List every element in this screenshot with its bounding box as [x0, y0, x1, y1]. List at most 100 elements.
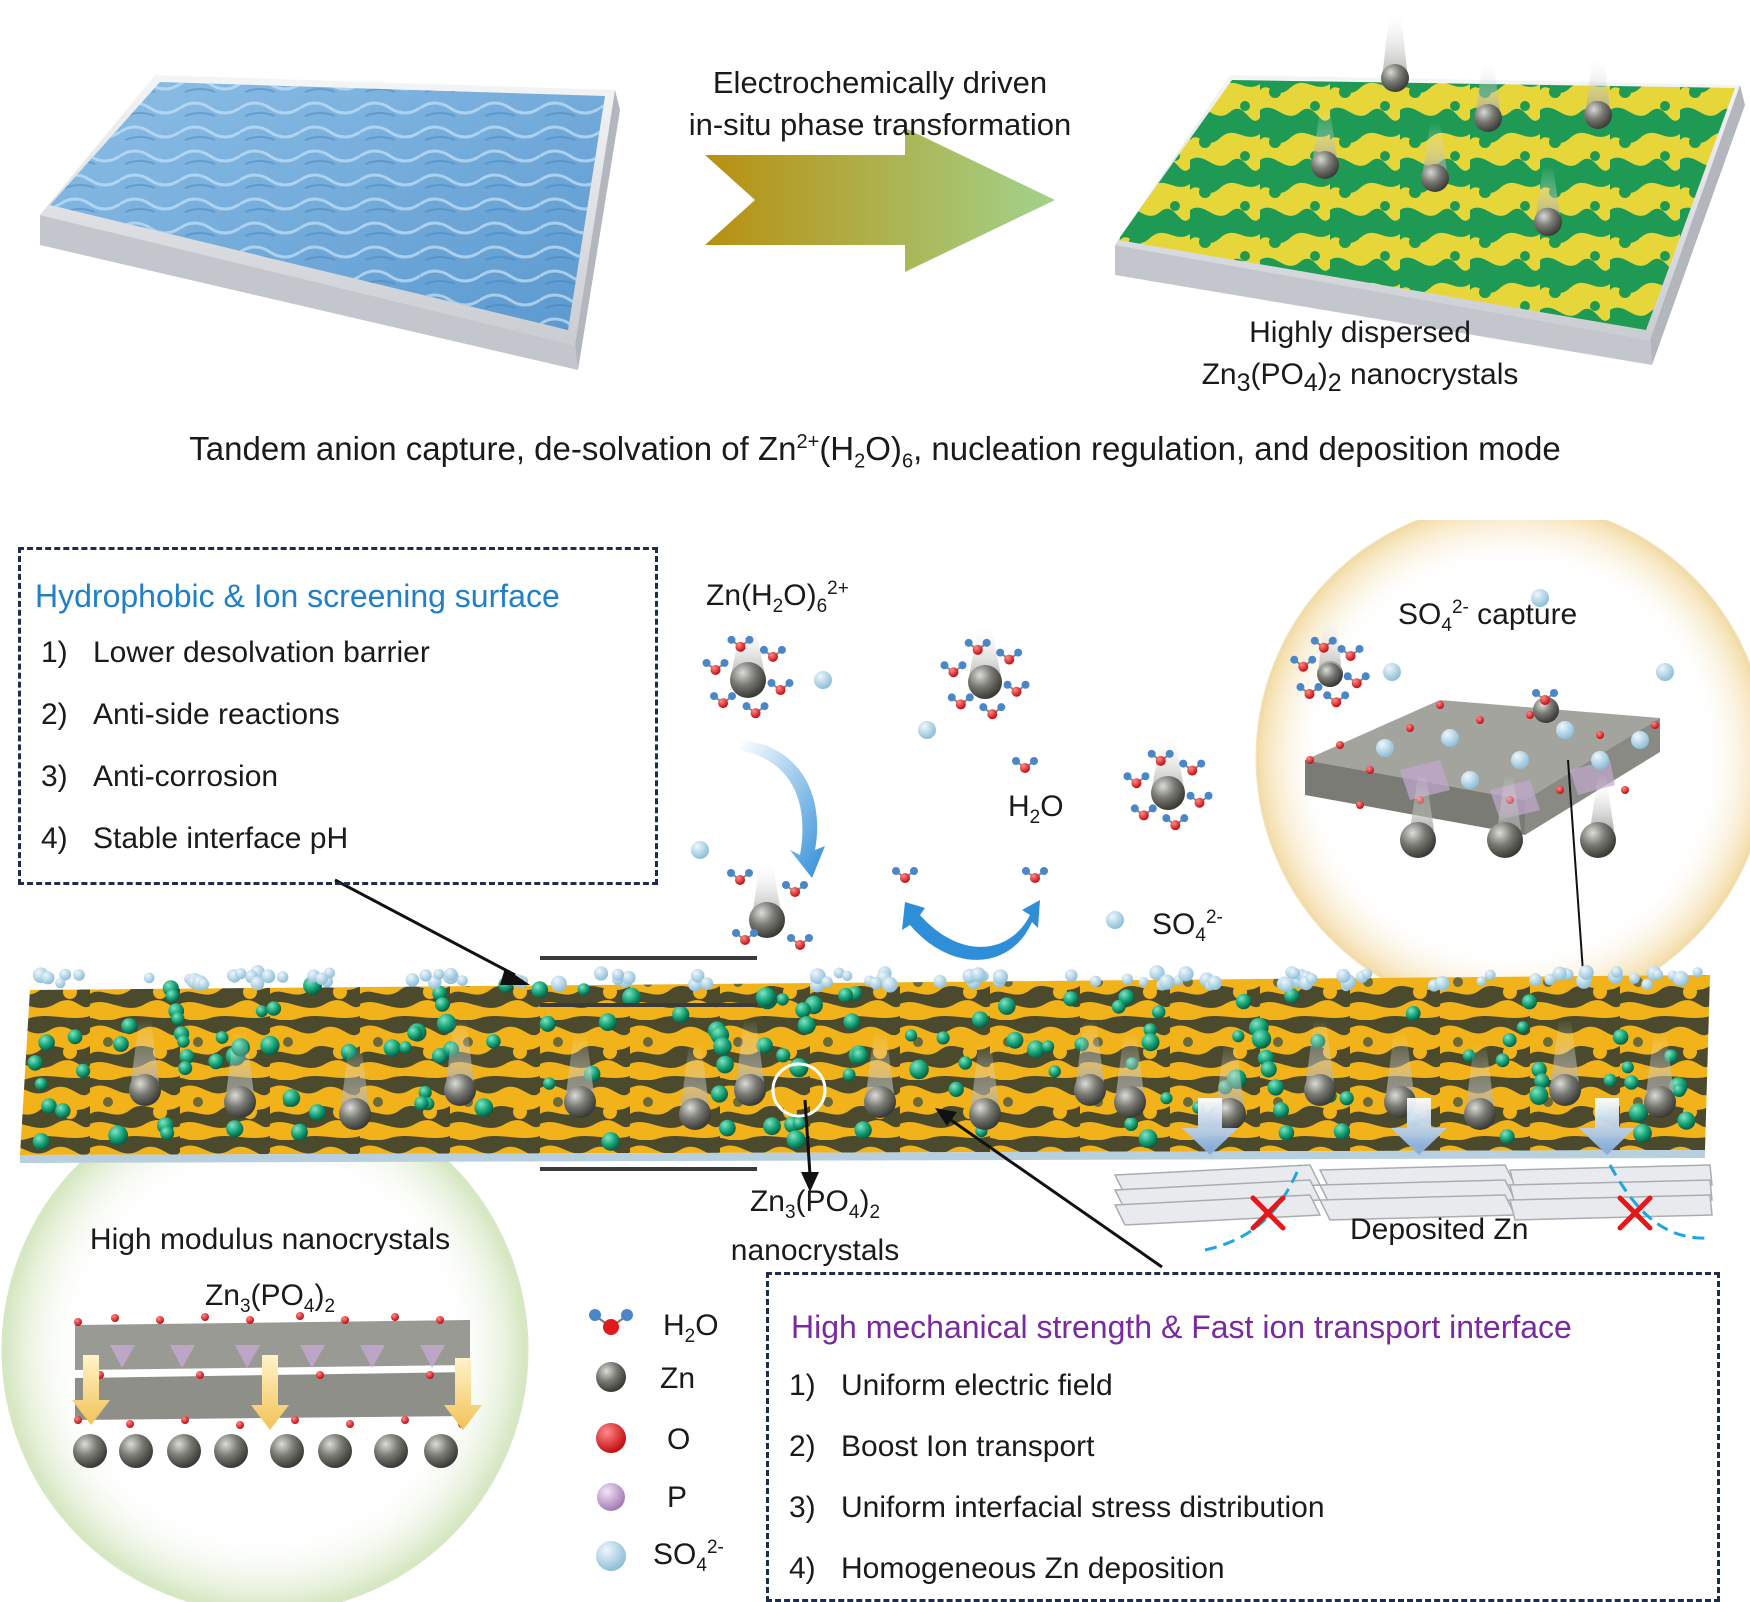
surface-so4-particle	[250, 976, 265, 991]
surface-so4-particle	[261, 969, 276, 984]
surface-so4-particle	[315, 972, 328, 985]
zn-ion-trail	[1645, 1032, 1675, 1102]
hydrophobic-box: Hydrophobic & Ion screening surface 1)Lo…	[18, 547, 658, 885]
surface-so4-particle	[1552, 966, 1567, 981]
green-particle	[1111, 999, 1126, 1014]
green-particle	[486, 1034, 501, 1049]
mechanical-strength-box-title: High mechanical strength & Fast ion tran…	[791, 1309, 1572, 1345]
surface-so4-particle	[1336, 968, 1351, 983]
water-molecule	[1130, 804, 1157, 821]
zn-ion-trail	[225, 1032, 255, 1102]
green-particle	[776, 1048, 791, 1063]
so4-ion	[918, 721, 936, 739]
nanocrystal-highlight-circle	[771, 1062, 827, 1118]
green-particle	[177, 1035, 190, 1048]
surface-so4-particle	[700, 977, 714, 990]
water-molecule	[1012, 757, 1038, 773]
zn-ion	[1114, 1086, 1146, 1118]
green-particle	[1232, 1030, 1245, 1043]
zn-ion-trail	[1215, 1044, 1245, 1114]
surface-so4-particle	[1279, 977, 1295, 992]
surface-so4-particle	[612, 968, 624, 981]
water-molecule	[1532, 689, 1558, 705]
product-label-line1: Highly dispersed	[1249, 316, 1471, 349]
green-particle	[67, 1029, 83, 1045]
water-molecule	[759, 645, 786, 662]
arrow-label-line1: Electrochemically driven	[712, 65, 1048, 100]
zn-ion-trail	[130, 1020, 160, 1090]
arrow-label-line2: in-situ phase transformation	[688, 107, 1072, 142]
subtitle: Tandem anion capture, de-solvation of Zn…	[189, 430, 1561, 473]
water-molecule	[1296, 683, 1323, 700]
green-particle	[208, 1053, 224, 1070]
green-particle	[622, 987, 642, 1007]
green-particle	[710, 1085, 729, 1103]
green-particle	[795, 1002, 811, 1018]
green-particle	[260, 1035, 280, 1056]
green-particle	[792, 1117, 806, 1130]
surface-so4-particle	[833, 967, 845, 979]
water-molecule	[727, 635, 754, 652]
green-particle	[1160, 1092, 1173, 1105]
zn-hydrate-complex	[1290, 615, 1370, 708]
green-particle	[543, 1077, 556, 1090]
surface-so4-particle	[1138, 976, 1149, 987]
water-molecule	[1003, 680, 1030, 697]
surface-so4-particle	[690, 969, 705, 983]
water-molecule	[1147, 749, 1174, 766]
green-particle	[797, 1016, 816, 1035]
zn-hydrate-complex	[940, 622, 1030, 720]
green-particle	[41, 1098, 57, 1114]
zn-ion-trail	[445, 1020, 475, 1090]
green-particle	[436, 1013, 457, 1034]
water-molecule	[787, 934, 813, 950]
zn-ion-trail	[970, 1044, 1000, 1114]
water-molecule	[710, 692, 737, 709]
zn-ion	[864, 1086, 896, 1118]
green-particle	[165, 989, 180, 1003]
water-molecule	[727, 869, 753, 885]
green-particle	[755, 987, 776, 1007]
water-molecule	[1179, 759, 1206, 776]
zn-ion	[339, 1098, 371, 1130]
green-particle	[786, 1130, 806, 1150]
green-particle	[789, 1058, 809, 1078]
green-particle	[1521, 994, 1537, 1010]
green-particle	[838, 987, 853, 1003]
green-particle	[909, 1059, 929, 1080]
zn-ion	[224, 1086, 256, 1118]
surface-so4-particle	[1544, 973, 1556, 986]
water-molecule	[1323, 691, 1350, 708]
coated-slab	[1115, 75, 1745, 365]
surface-so4-particle	[1476, 976, 1487, 987]
green-particle	[226, 1120, 244, 1138]
green-particle	[76, 1063, 91, 1078]
green-particle	[577, 983, 590, 996]
green-particle	[266, 1001, 282, 1016]
green-particle	[1531, 1061, 1547, 1078]
surface-so4-particle	[1207, 975, 1223, 990]
zn-hydrate-complex	[1123, 733, 1213, 831]
zn-ion	[1074, 1074, 1106, 1106]
legend-p-label: P	[667, 1481, 688, 1514]
green-particle	[1672, 1083, 1686, 1097]
water-molecule	[1290, 655, 1317, 672]
green-particle	[1273, 1102, 1289, 1119]
green-particle	[1405, 1006, 1421, 1021]
zn-atom-icon	[596, 1362, 626, 1392]
green-particle	[716, 1055, 734, 1074]
water-molecule	[1337, 644, 1364, 661]
water-molecule	[742, 702, 769, 719]
green-particle	[160, 1126, 175, 1141]
surface-so4-particle	[1434, 975, 1450, 991]
green-particle	[1124, 1117, 1138, 1131]
green-particle	[1633, 1123, 1652, 1143]
p-atom-icon	[597, 1483, 625, 1511]
green-particle	[601, 1132, 620, 1151]
green-particle	[1612, 1029, 1629, 1045]
surface-so4-particle	[1610, 966, 1623, 978]
green-particle	[32, 1133, 50, 1150]
green-particle	[598, 1013, 617, 1031]
green-particle	[1529, 1086, 1549, 1105]
green-particle	[1151, 1005, 1166, 1019]
